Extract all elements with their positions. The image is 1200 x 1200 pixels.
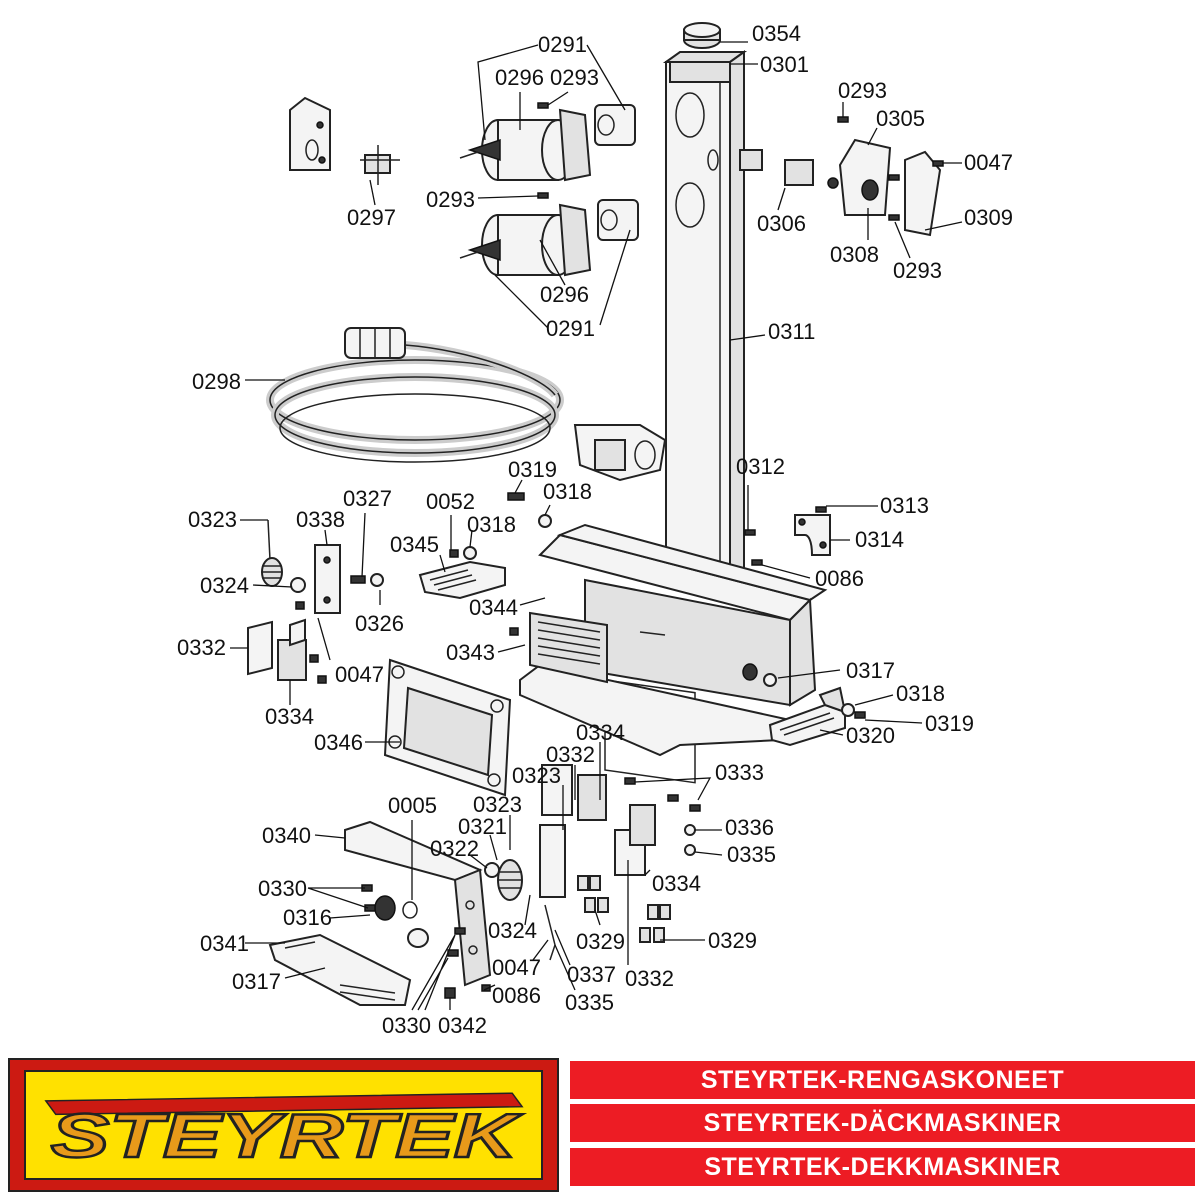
- label-0332: 0332: [625, 966, 674, 991]
- label-0296: 0296: [540, 282, 589, 307]
- logo-text: STEYRTEK: [51, 1102, 523, 1171]
- label-0047: 0047: [964, 150, 1013, 175]
- part-labels: 0354 0301 0291 0296 0293 0293 0305 0047 …: [177, 21, 1013, 1038]
- label-0293: 0293: [426, 187, 475, 212]
- part-pedal-0341: [268, 895, 429, 1006]
- screws: [295, 102, 944, 999]
- label-0305: 0305: [876, 106, 925, 131]
- label-0005: 0005: [388, 793, 437, 818]
- label-0345: 0345: [390, 532, 439, 557]
- label-0320: 0320: [846, 723, 895, 748]
- label-0323: 0323: [188, 507, 237, 532]
- exploded-parts-diagram: 0354 0301 0291 0296 0293 0293 0305 0047 …: [177, 21, 1013, 1038]
- label-0313: 0313: [880, 493, 929, 518]
- label-0322: 0322: [430, 836, 479, 861]
- label-0343: 0343: [446, 640, 495, 665]
- label-0329: 0329: [708, 928, 757, 953]
- label-0323: 0323: [512, 763, 561, 788]
- label-0341: 0341: [200, 931, 249, 956]
- banner-dekkmaskiner: STEYRTEK-DEKKMASKINER: [570, 1148, 1195, 1186]
- part-cap-0354: [683, 22, 721, 49]
- footer-banner: STEYRTEK STEYRTEK-RENGASKONEET STEYRTEK-…: [0, 1053, 1200, 1200]
- label-0333: 0333: [715, 760, 764, 785]
- label-0337: 0337: [567, 962, 616, 987]
- label-0335: 0335: [565, 990, 614, 1015]
- part-spring-0323-top: [261, 519, 306, 593]
- label-0335: 0335: [727, 842, 776, 867]
- label-0298: 0298: [192, 369, 241, 394]
- part-housing-0305: [739, 138, 942, 237]
- label-0324: 0324: [488, 918, 537, 943]
- label-0332: 0332: [177, 635, 226, 660]
- part-switch-0296-top: [459, 104, 636, 182]
- label-0334: 0334: [652, 871, 701, 896]
- label-0330: 0330: [258, 876, 307, 901]
- label-0338: 0338: [296, 507, 345, 532]
- label-0316: 0316: [283, 905, 332, 930]
- label-0306: 0306: [757, 211, 806, 236]
- label-0301: 0301: [760, 52, 809, 77]
- label-0318: 0318: [467, 512, 516, 537]
- label-0086: 0086: [815, 566, 864, 591]
- leader-lines: [230, 41, 963, 1011]
- label-0317: 0317: [232, 969, 281, 994]
- label-0318: 0318: [896, 681, 945, 706]
- label-0346: 0346: [314, 730, 363, 755]
- label-0319: 0319: [925, 711, 974, 736]
- label-0312: 0312: [736, 454, 785, 479]
- label-0052: 0052: [426, 489, 475, 514]
- part-switch-assembly-center: [484, 764, 656, 961]
- part-pedal-0320: [768, 686, 847, 747]
- part-plate-0346: [383, 658, 512, 797]
- label-0293: 0293: [893, 258, 942, 283]
- label-0340: 0340: [262, 823, 311, 848]
- part-clamp-0314: [794, 514, 831, 556]
- label-0293: 0293: [838, 78, 887, 103]
- label-0342: 0342: [438, 1013, 487, 1038]
- label-0086: 0086: [492, 983, 541, 1008]
- label-0314: 0314: [855, 527, 904, 552]
- label-0297: 0297: [347, 205, 396, 230]
- banner-dackmaskiner: STEYRTEK-DÄCKMASKINER: [570, 1104, 1195, 1142]
- label-0308: 0308: [830, 242, 879, 267]
- label-0291: 0291: [538, 32, 587, 57]
- label-0311: 0311: [768, 319, 815, 344]
- label-0354: 0354: [752, 21, 801, 46]
- part-clips-0329: [577, 875, 671, 943]
- label-0047: 0047: [492, 955, 541, 980]
- label-0047: 0047: [335, 662, 384, 687]
- label-0332: 0332: [546, 742, 595, 767]
- label-0334: 0334: [576, 720, 625, 745]
- label-0293: 0293: [550, 65, 599, 90]
- logo-wordmark: STEYRTEK: [44, 1092, 524, 1172]
- part-base-housing: [519, 523, 828, 784]
- part-block-0338: [314, 544, 341, 614]
- label-0334: 0334: [265, 704, 314, 729]
- label-0318: 0318: [543, 479, 592, 504]
- label-0330: 0330: [382, 1013, 431, 1038]
- part-pedal-0345: [418, 560, 506, 600]
- part-switch-0332-left: [247, 618, 307, 681]
- part-bracket-0297: [289, 96, 400, 185]
- label-0309: 0309: [964, 205, 1013, 230]
- label-0323: 0323: [473, 792, 522, 817]
- label-0317: 0317: [846, 658, 895, 683]
- label-0319: 0319: [508, 457, 557, 482]
- label-0326: 0326: [355, 611, 404, 636]
- label-0344: 0344: [469, 595, 518, 620]
- label-0296: 0296: [495, 65, 544, 90]
- label-0336: 0336: [725, 815, 774, 840]
- steyrtek-logo: STEYRTEK: [8, 1058, 559, 1192]
- label-0327: 0327: [343, 486, 392, 511]
- part-column-0311: [662, 50, 748, 587]
- label-0329: 0329: [576, 929, 625, 954]
- label-0321: 0321: [458, 814, 507, 839]
- label-0291: 0291: [546, 316, 595, 341]
- banner-rengaskoneet: STEYRTEK-RENGASKONEET: [570, 1061, 1195, 1099]
- part-switch-0296-bottom: [459, 199, 639, 277]
- part-cable-0298: [266, 327, 667, 482]
- logo-yellow-panel: STEYRTEK: [24, 1070, 543, 1180]
- label-0324: 0324: [200, 573, 249, 598]
